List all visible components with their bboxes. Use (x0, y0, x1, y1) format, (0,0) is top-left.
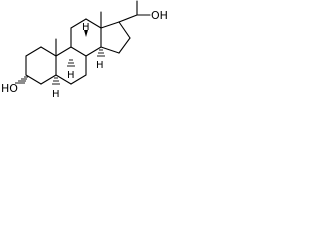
ring-c (70, 18, 102, 57)
hydroxyl-label-left: HO (1, 82, 18, 95)
ring-b (55, 46, 87, 85)
ring-d (100, 21, 131, 54)
hydroxyl-bond-c3 (15, 76, 28, 84)
ring-a (25, 46, 57, 85)
side-chain (118, 0, 151, 23)
hydrogen-bond-c5 (52, 77, 60, 85)
hydroxyl-label-top: OH (151, 9, 168, 22)
hydrogen-bond-c8 (84, 30, 88, 37)
hydrogen-label-c8: H (82, 22, 90, 33)
hydrogen-label-c5: H (52, 89, 60, 100)
hydrogen-label-c9: H (67, 70, 75, 81)
steroid-structure-diagram: HO OH H H H H (1, 0, 168, 100)
hydrogen-label-c14: H (96, 60, 104, 71)
hydrogen-bond-c9 (67, 59, 75, 67)
hydrogen-bond-c14 (97, 49, 105, 57)
